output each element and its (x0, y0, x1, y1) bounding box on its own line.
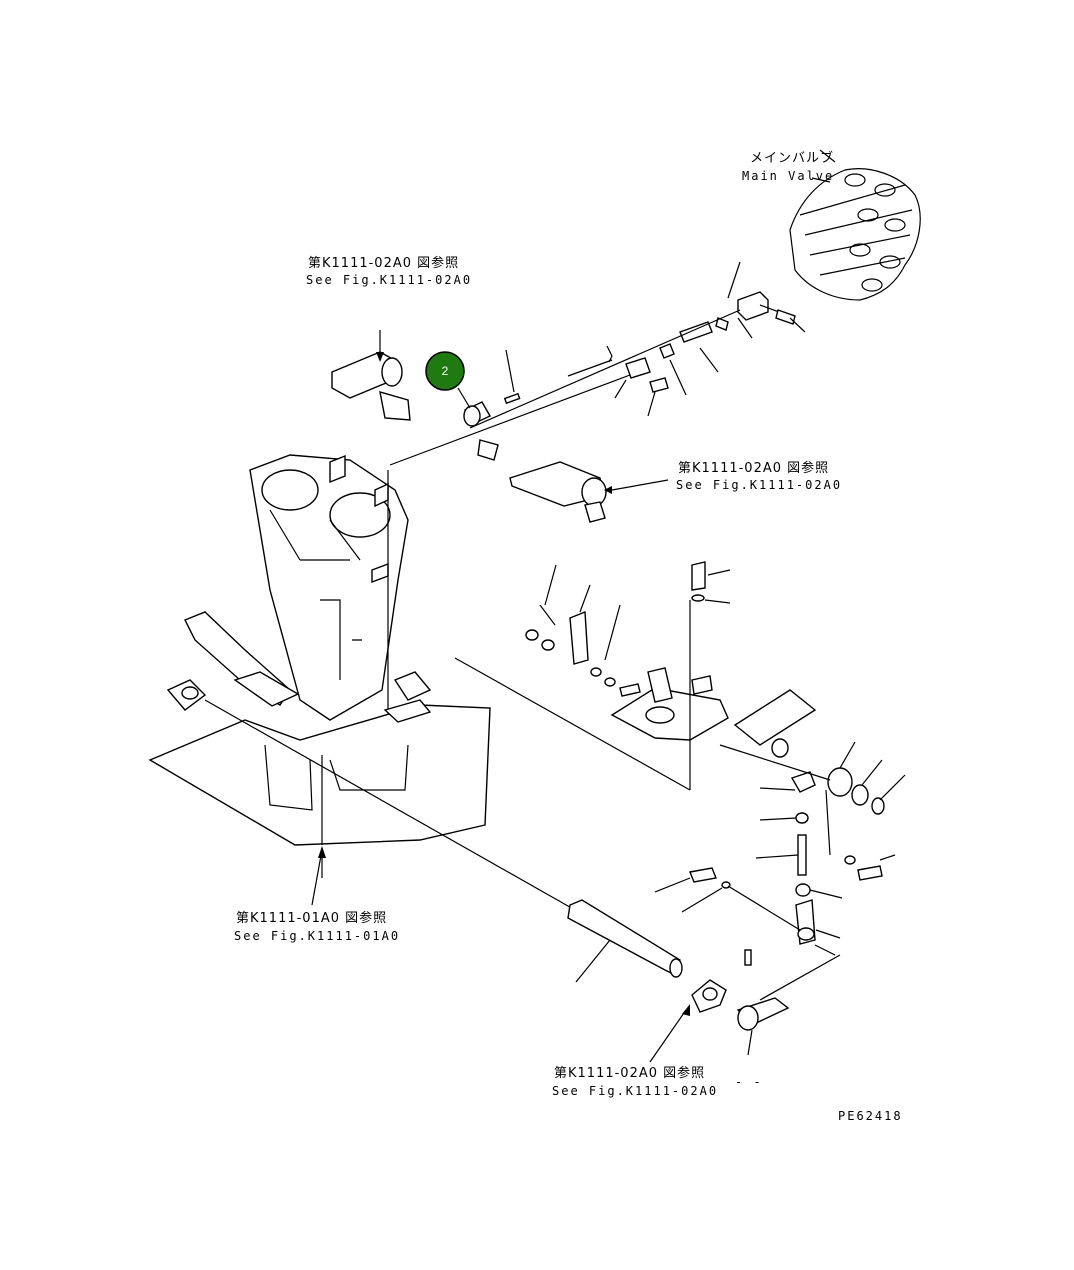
callout-circle[interactable] (425, 351, 465, 391)
label-main-valve: メインバルブ Main Valve (742, 150, 834, 183)
callout-number[interactable]: 2 (442, 364, 449, 378)
right-lever-arm (509, 461, 669, 523)
label-ref-mid: 第K1111-02A0 図参照 See Fig.K1111-02A0 (676, 460, 842, 492)
pedal-bracket-assembly (454, 561, 906, 881)
drawing-code: PE62418 (838, 1109, 903, 1123)
vertical-rod-assembly (654, 812, 843, 1056)
main-valve-assembly (789, 149, 921, 301)
label-ref-left: 第K1111-01A0 図参照 See Fig.K1111-01A0 (234, 910, 400, 943)
ref-bottom-en-label: See Fig.K1111-02A0 (552, 1084, 718, 1098)
ref-left-en-label: See Fig.K1111-01A0 (234, 929, 400, 943)
control-tower (249, 454, 409, 745)
main-valve-jp-label: メインバルブ (750, 150, 834, 166)
small-mark: - - (735, 1075, 763, 1089)
lower-shaft (204, 699, 683, 983)
label-ref-top: 第K1111-02A0 図参照 See Fig.K1111-02A0 (306, 255, 472, 287)
ref-mid-jp-label: 第K1111-02A0 図参照 (678, 460, 829, 476)
ref-top-en-label: See Fig.K1111-02A0 (306, 273, 472, 287)
label-ref-bottom: 第K1111-02A0 図参照 See Fig.K1111-02A0 (552, 1065, 718, 1098)
small-parts-group (525, 564, 621, 687)
main-valve-en-label: Main Valve (742, 169, 834, 183)
callout-2[interactable]: 2 (425, 351, 465, 391)
ref-top-jp-label: 第K1111-02A0 図参照 (308, 255, 459, 271)
ref-mid-en-label: See Fig.K1111-02A0 (676, 478, 842, 492)
ref-bottom-jp-label: 第K1111-02A0 図参照 (554, 1065, 705, 1081)
valve-linkage-parts (389, 261, 806, 466)
base-plate (148, 611, 491, 906)
ref-left-jp-label: 第K1111-01A0 図参照 (236, 910, 387, 926)
lower-flange (649, 979, 727, 1063)
upper-lever-assembly (331, 330, 521, 461)
